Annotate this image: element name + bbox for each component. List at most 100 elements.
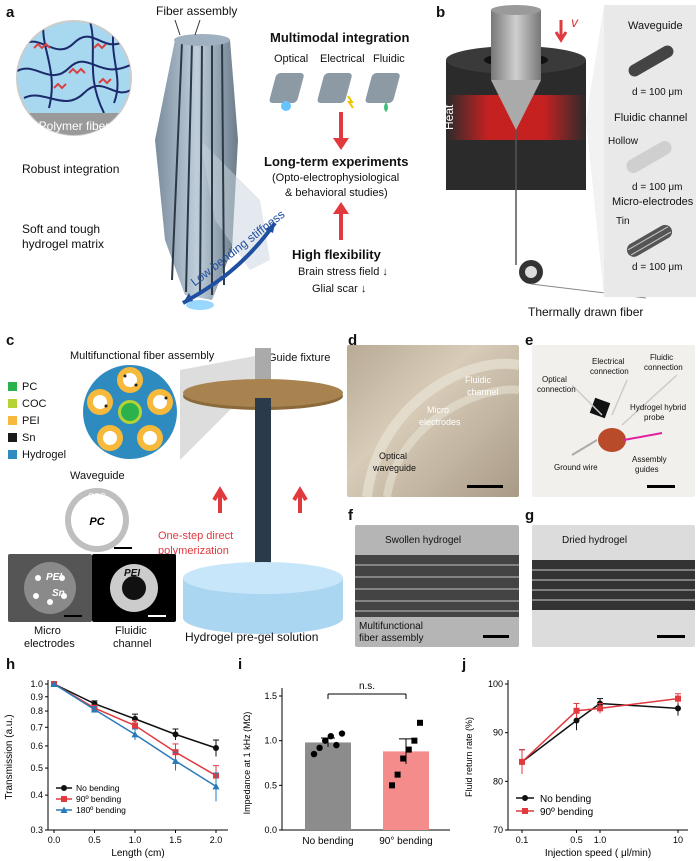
hydrogel-matrix-label-1: Soft and tough	[22, 222, 101, 236]
y-tick-label: 70	[493, 825, 503, 835]
f-multi-2: fiber assembly	[359, 633, 424, 644]
e-ground: Ground wire	[554, 463, 598, 472]
legend-marker	[61, 785, 67, 791]
legend-swatch	[8, 382, 17, 391]
legend-swatch	[8, 433, 17, 442]
y-tick-label: 0.9	[30, 692, 43, 702]
y-tick-label: 80	[493, 776, 503, 786]
hydrogel-matrix-label-2: hydrogel matrix	[22, 237, 105, 251]
data-point	[50, 680, 58, 687]
panel-label-b: b	[436, 4, 446, 21]
data-point	[417, 719, 423, 726]
legend-swatch	[8, 450, 17, 459]
data-point	[131, 730, 139, 738]
heat-label: Heat	[442, 104, 456, 130]
longterm-title: Long-term experiments	[264, 154, 409, 169]
panel-label-g: g	[525, 507, 535, 524]
data-point	[333, 741, 340, 749]
legend-pc: PC	[8, 378, 66, 395]
legend-label: No bending	[540, 794, 591, 805]
opto-label-1: (Opto-electrophysiological	[272, 172, 400, 184]
pregel-label: Hydrogel pre-gel solution	[185, 630, 319, 644]
y-axis-label: Transmission (a.u.)	[4, 714, 15, 799]
bar	[305, 742, 351, 830]
waveguide-b-label: Waveguide	[628, 20, 683, 32]
e-assembly-1: Assembly	[632, 455, 667, 464]
bending-arrow	[182, 221, 277, 305]
velocity-label: v	[571, 14, 578, 30]
e-optical-2: connection	[537, 385, 576, 394]
data-point	[172, 731, 179, 738]
legend-marker	[60, 806, 68, 813]
data-point	[212, 782, 220, 790]
legend-hydrogel: Hydrogel	[8, 446, 66, 463]
data-point	[597, 705, 603, 712]
legend-label: 90º bending	[540, 807, 593, 818]
mini-fibers	[269, 73, 400, 112]
y-tick-label: 90	[493, 728, 503, 738]
data-point	[675, 695, 681, 702]
y-tick-label: 1.0	[264, 736, 277, 746]
waveguide-cross-section: COC PC	[65, 488, 132, 552]
y-axis-label: Fluid return rate (%)	[464, 717, 474, 797]
d-optical-2: waveguide	[373, 463, 417, 473]
e-fluidic-2: connection	[644, 363, 683, 372]
d-fluidic-2: channel	[467, 387, 499, 397]
e-electrical-1: Electrical	[592, 357, 625, 366]
data-point	[675, 705, 681, 712]
dried-label: Dried hydrogel	[562, 535, 628, 546]
brain-stress-label: Brain stress field ↓	[298, 266, 388, 278]
panel-label-j: j	[462, 656, 467, 673]
data-point	[327, 733, 334, 740]
data-point	[91, 706, 98, 713]
y-axis-label: Impedance at 1 kHz (MΩ)	[242, 712, 252, 815]
red-arrow-down	[333, 112, 349, 150]
panel-label-d: d	[348, 332, 358, 349]
e-assembly-2: guides	[635, 465, 659, 474]
y-tick-label: 0.7	[30, 722, 43, 732]
panel-b: v Heat Thermally drawn fiber Waveguide d…	[436, 0, 700, 325]
fiber-cross-section	[83, 365, 177, 459]
polymer-network-illustration: Polymer fiber	[16, 20, 132, 136]
waveguide-c-label: Waveguide	[70, 470, 125, 482]
red-arrow-up	[333, 202, 349, 240]
panel-f-photo: Swollen hydrogel Multifunctional fiber a…	[355, 525, 519, 647]
e-hybrid-1: Hydrogel hybrid	[630, 403, 687, 412]
y-tick-label: 0.5	[30, 763, 43, 773]
x-tick-label: 90° bending	[379, 836, 433, 847]
fiber-assembly-illustration	[155, 20, 270, 310]
guide-fixture-label: Guide fixture	[268, 352, 331, 364]
legend-label: No bending	[76, 783, 120, 793]
e-hybrid-2: probe	[644, 413, 665, 422]
y-tick-label: 0.6	[30, 741, 43, 751]
panel-c: PC COC PEI Sn Hydrogel Multifunctional f…	[0, 330, 345, 650]
data-point	[213, 744, 219, 751]
x-tick-label: 1.5	[169, 835, 182, 845]
data-point	[519, 758, 525, 765]
fluidic-label-2: channel	[113, 638, 152, 650]
fluidic-channel-micrograph: PEI	[92, 554, 176, 622]
onestep-label-1: One-step direct	[158, 530, 234, 542]
data-point	[573, 717, 580, 724]
d3-label: d = 100 μm	[632, 262, 683, 273]
y-tick-label: 0.4	[30, 790, 43, 800]
legend-swatch	[8, 399, 17, 408]
y-tick-label: 1.0	[30, 679, 43, 689]
x-tick-label: 0.1	[516, 835, 529, 845]
assembly-setup	[183, 348, 343, 634]
legend-coc: COC	[8, 395, 66, 412]
y-tick-label: 1.5	[264, 691, 277, 701]
series-line	[521, 697, 679, 763]
d2-label: d = 100 μm	[632, 182, 683, 193]
data-point	[310, 750, 318, 758]
legend-swatch	[8, 416, 17, 425]
x-tick-label: 1.0	[594, 835, 607, 845]
multifunctional-label: Multifunctional fiber assembly	[70, 350, 215, 362]
glial-scar-label: Glial scar ↓	[312, 283, 367, 295]
data-point	[316, 744, 323, 752]
legend-marker	[522, 795, 528, 801]
d-micro-1: Micro	[427, 405, 449, 415]
micro-electrodes-micrograph: PEI Sn	[8, 554, 92, 622]
fluidic-label: Fluidic	[373, 53, 405, 65]
